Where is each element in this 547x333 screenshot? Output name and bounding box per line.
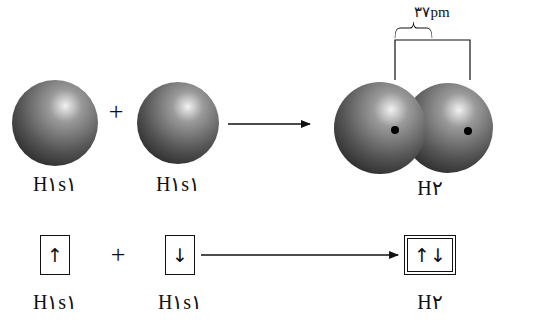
dimension-label: ۳۷pm <box>414 5 449 20</box>
orbital-label: H۱s۱ <box>158 292 202 312</box>
orbital-box: ↑↓ <box>404 235 456 275</box>
hydrogen-atom <box>137 82 219 164</box>
molecule-label: H۲ <box>417 178 442 198</box>
orbital-label: H۱s۱ <box>33 292 77 312</box>
plus-sign: + <box>111 242 126 268</box>
hydrogen-atom <box>334 82 426 174</box>
electron-spin: ↑↓ <box>414 246 446 265</box>
orbital-label: H۲ <box>417 292 442 312</box>
dimension-bracket <box>395 40 470 80</box>
reaction-arrow <box>228 123 310 125</box>
atom-label: H۱s۱ <box>33 174 77 194</box>
plus-sign: + <box>109 99 124 125</box>
radius-brace <box>395 22 432 38</box>
nucleus-dot <box>391 126 399 134</box>
atom-label: H۱s۱ <box>156 174 200 194</box>
electron-spin: ↑ <box>47 246 63 265</box>
nucleus-dot <box>464 127 472 135</box>
electron-spin: ↓ <box>172 246 188 265</box>
orbital-box: ↑ <box>40 235 70 275</box>
hydrogen-atom <box>12 80 98 166</box>
reaction-arrow <box>201 254 398 256</box>
orbital-box: ↓ <box>165 235 195 275</box>
